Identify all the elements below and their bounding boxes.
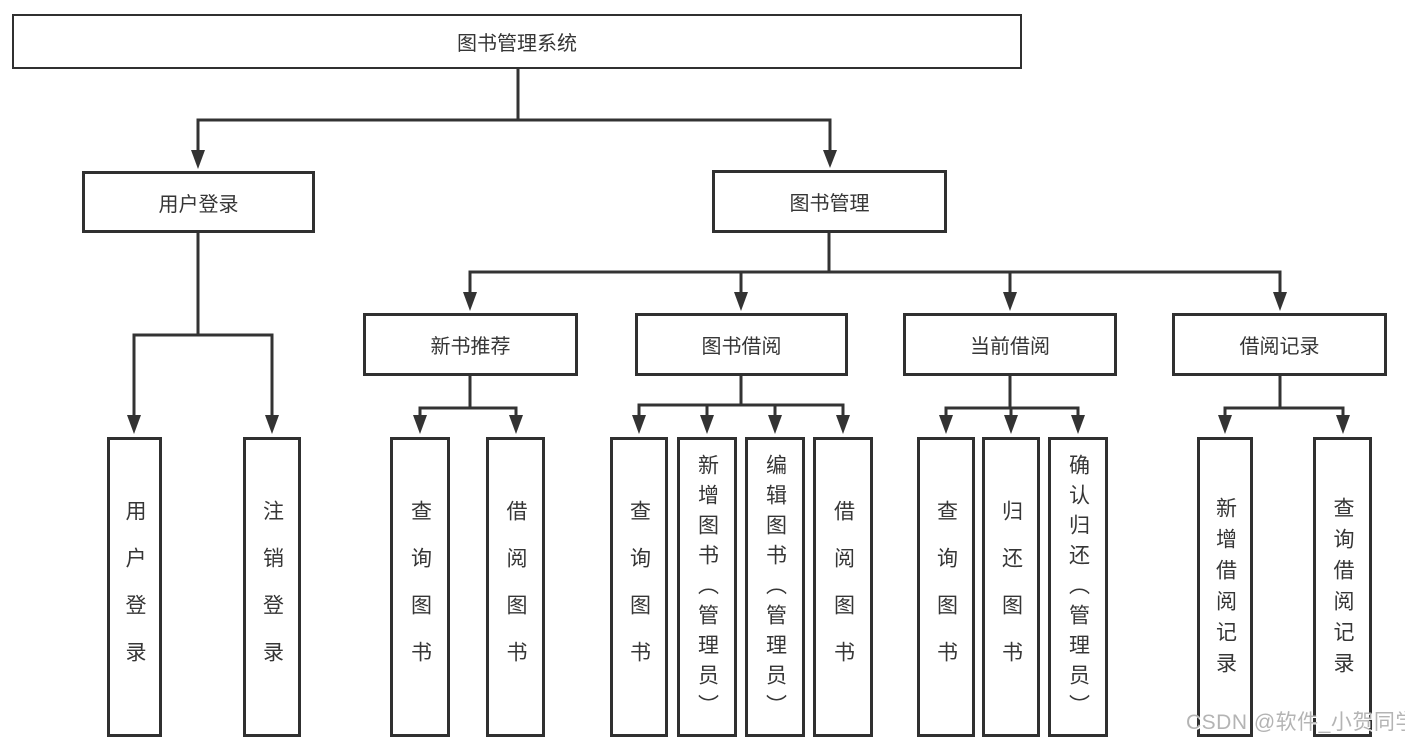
node-label: 借阅图书: [504, 499, 527, 688]
leaf-return-books: 归还图书: [982, 437, 1040, 737]
leaf-borrow-books-2: 借阅图书: [813, 437, 873, 737]
node-label: 查询借阅记录: [1331, 496, 1354, 683]
leaf-add-borrow-record: 新增借阅记录: [1197, 437, 1253, 737]
node-label: 图书借阅: [701, 336, 782, 358]
node-book-borrowing: 图书借阅: [635, 313, 848, 376]
connector-user-login: [127, 231, 279, 434]
node-label: 查询图书: [408, 499, 432, 688]
leaf-user-login: 用户登录: [107, 437, 162, 737]
leaf-query-borrow-record: 查询借阅记录: [1313, 437, 1372, 737]
node-label: 查询图书: [934, 499, 958, 688]
leaf-add-book-admin: 新增图书（管理员）: [677, 437, 737, 737]
leaf-borrow-books-1: 借阅图书: [486, 437, 545, 737]
node-label: 用户登录: [123, 499, 146, 688]
node-borrowing-records: 借阅记录: [1172, 313, 1387, 376]
node-label: 借阅记录: [1239, 336, 1320, 358]
node-label: 借阅图书: [831, 499, 855, 688]
connector-book-borrow: [632, 374, 850, 434]
leaf-confirm-return-admin: 确认归还（管理员）: [1048, 437, 1108, 737]
connector-root: [191, 67, 837, 169]
node-user-login-group: 用户登录: [82, 171, 315, 233]
node-library-management-system: 图书管理系统: [12, 14, 1022, 69]
node-label: 当前借阅: [970, 336, 1050, 358]
node-label: 归还图书: [999, 499, 1023, 688]
node-label: 图书管理: [789, 193, 870, 215]
node-current-borrowing: 当前借阅: [903, 313, 1117, 376]
leaf-query-books-2: 查询图书: [610, 437, 668, 737]
node-label: 新书推荐: [430, 336, 511, 358]
leaf-query-books-1: 查询图书: [390, 437, 450, 737]
connector-new-book: [413, 374, 523, 434]
node-label: 用户登录: [158, 193, 239, 216]
node-label: 新增图书（管理员）: [695, 454, 719, 724]
node-label: 确认归还（管理员）: [1066, 454, 1090, 724]
node-label: 查询图书: [627, 499, 651, 688]
node-label: 注销登录: [260, 499, 284, 688]
watermark: CSDN @软件_小贺同学: [1186, 711, 1405, 734]
node-label: 图书管理系统: [457, 33, 577, 55]
node-new-book-recommendation: 新书推荐: [363, 313, 578, 376]
node-book-management-group: 图书管理: [712, 170, 947, 233]
connector-book-management: [463, 231, 1287, 311]
connector-current-borrow: [939, 374, 1085, 434]
leaf-logout: 注销登录: [243, 437, 301, 737]
node-label: 编辑图书（管理员）: [763, 454, 787, 724]
leaf-edit-book-admin: 编辑图书（管理员）: [745, 437, 805, 737]
connector-borrow-records: [1218, 374, 1350, 434]
leaf-query-books-3: 查询图书: [917, 437, 975, 737]
node-label: 新增借阅记录: [1213, 496, 1237, 683]
